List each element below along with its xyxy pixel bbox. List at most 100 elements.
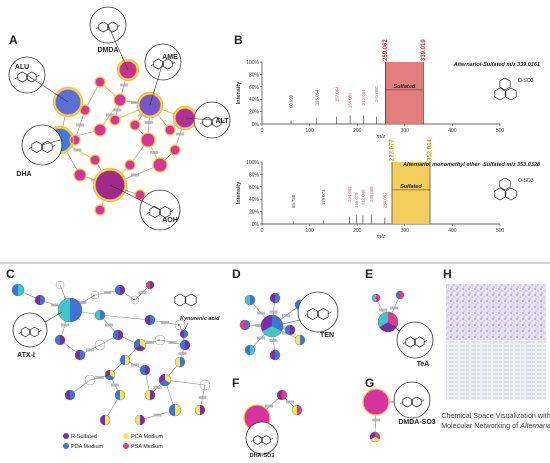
network-node [152,157,168,173]
network-node [244,344,256,356]
network-node [134,414,146,426]
panel-e-letter: E [365,267,373,281]
pie-slice [275,350,280,360]
y-tick-label: 100% [246,160,259,166]
network-node [113,93,127,107]
node-halo [136,91,164,119]
network-hub-node [362,388,390,416]
edge-mass-label [390,306,398,310]
compound-label: AOH [162,217,178,224]
network-node [84,374,96,386]
legend-label: PSA Medium [131,444,163,450]
ring-glyph [17,71,27,83]
network-node [144,314,156,326]
network-hub-node [260,314,284,338]
bond-glyph [35,74,40,78]
edge-mass-label [78,301,87,304]
network-node [55,280,65,290]
structure-pointer [44,311,63,323]
network-node [94,204,106,216]
pie-outline [119,354,131,366]
edge-mass-label [153,386,162,389]
edge-mass-label [131,363,139,367]
compound-label: TeA [417,361,430,368]
pie-slice [60,335,65,345]
peak-label: 273.077 [389,139,395,161]
pie-slice [95,310,100,320]
ring-glyph [262,435,271,445]
ring-glyph [160,205,171,219]
pie-slice [75,350,80,360]
ring-glyph [318,307,329,321]
bond-glyph [28,146,33,150]
bond-glyph [402,341,407,345]
structure-circle [393,381,431,419]
structure-tea: TeA [396,321,434,368]
compound-label: DHA [16,171,31,178]
pie-outline [74,349,86,361]
bond-glyph [38,329,42,333]
legend-label: PDA Medium [71,444,104,450]
y-tick-label: 40% [249,197,260,203]
y-tick-label: 80% [249,172,260,178]
bond-glyph [199,121,204,125]
pie-slice [40,295,45,305]
edge-mass-label [176,132,184,136]
structure-circle [297,291,339,333]
peak-label: 185.059 [348,92,353,108]
pie-outline [244,344,256,356]
network-e: TeA [371,290,434,368]
pie-slice [70,298,82,322]
ring-glyph [31,140,42,154]
compound-label: DMDA-SO3 [398,419,435,426]
structure-dha: DHA [16,124,63,178]
sulfated-region [385,62,424,124]
ring-glyph [153,58,163,70]
x-tick-label: 400 [448,228,457,234]
edge-mass-label [111,383,119,387]
pie-outline [133,338,147,352]
pie-slice [100,415,105,425]
compound-label: ALT [215,118,229,125]
pie-slice [140,415,145,425]
x-tick-label: 500 [496,228,505,234]
pie-slice [290,325,295,335]
edge-mass-label [372,418,380,422]
chemical-space-cluster-area [446,284,546,340]
network-node [64,389,76,401]
y-axis-label: Intensity [236,81,242,105]
network-d: TEN [239,291,339,361]
pie-slice [175,357,180,367]
structure-ten: TEN [297,291,339,339]
edge-mass-label [73,148,82,152]
pie-slice [285,325,290,335]
pie-outline [371,293,381,303]
pie-outline [395,290,405,300]
pie-slice [120,285,125,295]
edge-mass-label [269,310,278,314]
pie-slice [282,390,287,400]
network-edge [99,314,151,321]
structure-circle [12,312,48,348]
panel-f: F DHA-SO3 [232,376,303,459]
network-node [129,119,141,131]
ring-glyph [505,187,517,201]
network-node [57,297,83,323]
x-tick-label: 0 [261,128,264,134]
edge-mass-label [257,336,265,340]
legend-label: R-Sulfated [71,434,97,440]
pie-slice [145,390,150,400]
network-node [145,280,155,290]
network-node [174,356,186,368]
peak-label: 129.071 [321,189,326,205]
pie-outline [94,309,106,321]
network-node [158,373,172,387]
edge-mass-label [113,108,122,112]
pie-slice [295,335,300,345]
peak-label: 198.075 [354,192,359,208]
pie-outline [145,280,155,290]
ring-glyph [30,326,39,338]
